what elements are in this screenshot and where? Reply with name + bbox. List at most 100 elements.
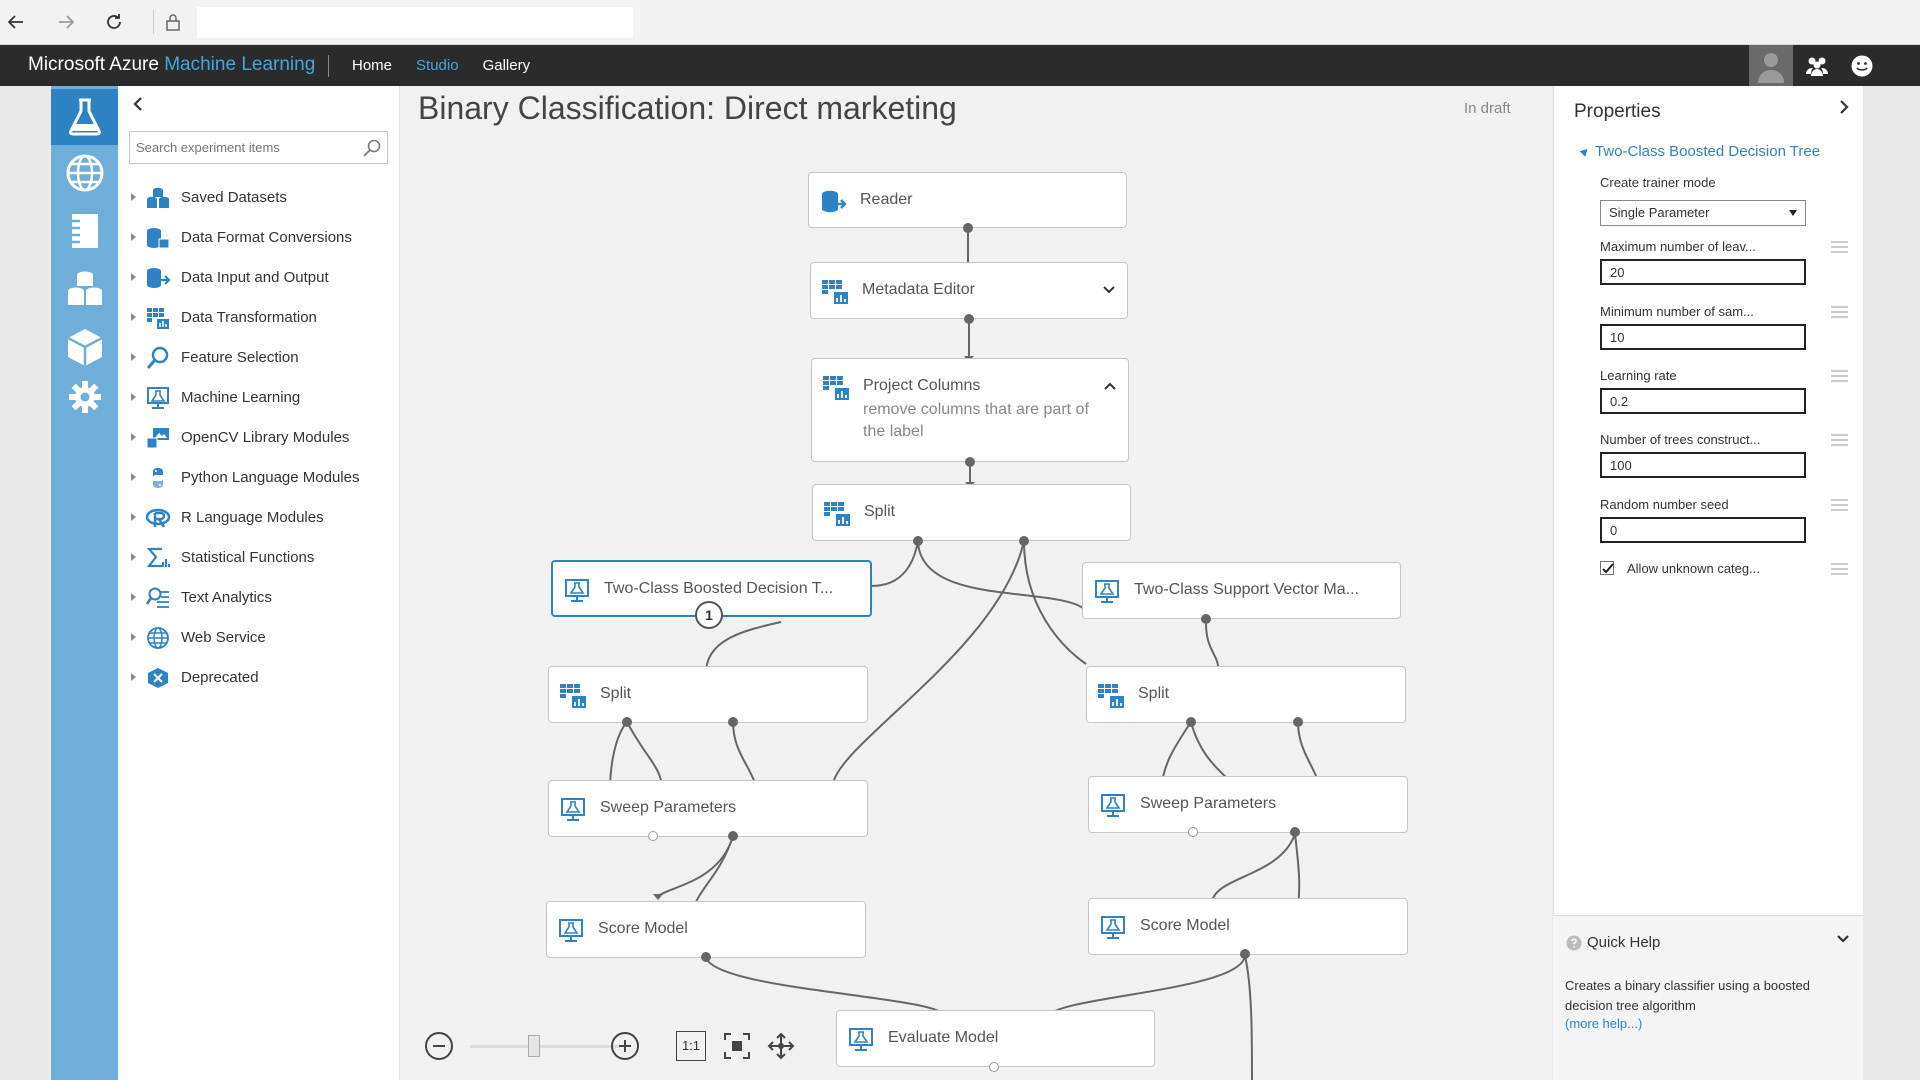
actual-size-button[interactable]: 1:1 [676, 1031, 706, 1061]
learning-rate-input[interactable] [1600, 388, 1806, 414]
expand-caret-icon[interactable] [131, 273, 136, 281]
category-data-transformation[interactable]: Data Transformation [118, 298, 400, 338]
parameter-handle-icon[interactable] [1831, 306, 1848, 318]
trained-models-icon[interactable] [51, 319, 118, 375]
nav-gallery[interactable]: Gallery [482, 57, 531, 74]
nav-home[interactable]: Home [352, 57, 393, 74]
output-port[interactable] [728, 717, 738, 727]
output-port[interactable] [964, 314, 974, 324]
module-section-header[interactable]: Two-Class Boosted Decision Tree [1579, 143, 1820, 160]
module-split-right[interactable]: Split [1086, 666, 1406, 723]
category-text-analytics[interactable]: Text Analytics [118, 578, 400, 618]
expand-caret-icon[interactable] [131, 593, 136, 601]
output-port[interactable] [1201, 614, 1211, 624]
expand-caret-icon[interactable] [131, 433, 136, 441]
zoom-slider-thumb[interactable] [528, 1035, 540, 1057]
module-two-class-svm[interactable]: Two-Class Support Vector Ma... [1082, 562, 1401, 619]
expand-caret-icon[interactable] [131, 393, 136, 401]
chevron-left-icon[interactable] [128, 94, 148, 114]
chevron-down-icon[interactable] [1834, 930, 1852, 948]
output-port[interactable] [1186, 717, 1196, 727]
back-arrow-icon[interactable] [2, 8, 30, 36]
nav-studio[interactable]: Studio [416, 57, 459, 74]
community-icon[interactable] [1795, 45, 1839, 86]
expand-caret-icon[interactable] [131, 553, 136, 561]
module-sweep-parameters-left[interactable]: Sweep Parameters [548, 780, 868, 837]
datasets-icon[interactable] [51, 261, 118, 317]
output-port-unconnected[interactable] [648, 831, 658, 841]
expand-caret-icon[interactable] [131, 193, 136, 201]
output-port-unconnected[interactable] [989, 1062, 999, 1072]
expand-caret-icon[interactable] [131, 473, 136, 481]
output-port[interactable] [913, 536, 923, 546]
output-port-unconnected[interactable] [1188, 827, 1198, 837]
output-port[interactable] [963, 223, 973, 233]
notebooks-icon[interactable] [51, 203, 118, 259]
category-feature-selection[interactable]: Feature Selection [118, 338, 400, 378]
chevron-right-icon[interactable] [1835, 98, 1853, 116]
forward-arrow-icon[interactable] [52, 8, 80, 36]
brand-logo[interactable]: Microsoft Azure Machine Learning [28, 54, 315, 76]
experiment-title[interactable]: Binary Classification: Direct marketing [418, 90, 957, 126]
output-port[interactable] [965, 457, 975, 467]
expand-caret-icon[interactable] [131, 353, 136, 361]
output-port[interactable] [1019, 536, 1029, 546]
num-trees-input[interactable] [1600, 452, 1806, 478]
parameter-handle-icon[interactable] [1831, 499, 1848, 511]
module-reader[interactable]: Reader [808, 172, 1127, 228]
chevron-up-icon[interactable] [1102, 378, 1118, 394]
parameter-handle-icon[interactable] [1831, 434, 1848, 446]
category-data-input-output[interactable]: Data Input and Output [118, 258, 400, 298]
allow-unknown-checkbox[interactable] [1600, 561, 1614, 575]
module-sweep-parameters-right[interactable]: Sweep Parameters [1088, 776, 1408, 833]
feedback-smiley-icon[interactable] [1840, 45, 1884, 86]
module-evaluate-model[interactable]: Evaluate Model [836, 1010, 1155, 1067]
category-deprecated[interactable]: Deprecated [118, 658, 400, 698]
module-split[interactable]: Split [812, 484, 1131, 541]
output-port[interactable] [622, 717, 632, 727]
category-web-service[interactable]: Web Service [118, 618, 400, 658]
search-input[interactable] [130, 132, 355, 163]
expand-caret-icon[interactable] [131, 513, 136, 521]
chevron-down-icon[interactable] [1101, 282, 1117, 298]
user-avatar-icon[interactable] [1749, 45, 1793, 86]
parameter-handle-icon[interactable] [1831, 563, 1848, 575]
expand-caret-icon[interactable] [131, 633, 136, 641]
settings-icon[interactable] [51, 369, 118, 425]
output-port[interactable] [1240, 949, 1250, 959]
pan-move-icon[interactable] [766, 1031, 796, 1061]
module-score-model-right[interactable]: Score Model [1088, 898, 1408, 955]
zoom-out-icon[interactable] [424, 1031, 454, 1061]
address-bar[interactable] [197, 7, 633, 38]
expand-caret-icon[interactable] [131, 313, 136, 321]
experiment-canvas[interactable]: Binary Classification: Direct marketing … [400, 86, 1552, 1080]
zoom-slider-track[interactable] [470, 1045, 620, 1048]
module-project-columns[interactable]: Project Columns remove columns that are … [811, 358, 1129, 462]
output-port[interactable] [1293, 717, 1303, 727]
zoom-in-icon[interactable] [610, 1031, 640, 1061]
category-statistical-functions[interactable]: Statistical Functions [118, 538, 400, 578]
category-saved-datasets[interactable]: Saved Datasets [118, 178, 400, 218]
more-help-link[interactable]: (more help...) [1565, 1016, 1643, 1031]
category-opencv[interactable]: OpenCV Library Modules [118, 418, 400, 458]
web-services-icon[interactable] [51, 145, 118, 201]
parameter-handle-icon[interactable] [1831, 370, 1848, 382]
fit-to-screen-icon[interactable] [722, 1031, 752, 1061]
module-score-model-left[interactable]: Score Model [546, 901, 866, 958]
random-seed-input[interactable] [1600, 517, 1806, 543]
output-port[interactable] [701, 952, 711, 962]
expand-caret-icon[interactable] [131, 233, 136, 241]
min-samples-input[interactable] [1600, 324, 1806, 350]
experiments-icon[interactable] [51, 89, 118, 145]
max-leaves-input[interactable] [1600, 259, 1806, 285]
category-machine-learning[interactable]: Machine Learning [118, 378, 400, 418]
output-port[interactable] [1290, 827, 1300, 837]
category-python[interactable]: Python Language Modules [118, 458, 400, 498]
category-data-format-conversions[interactable]: Data Format Conversions [118, 218, 400, 258]
output-port[interactable] [728, 831, 738, 841]
expand-caret-icon[interactable] [131, 673, 136, 681]
parameter-badge[interactable]: 1 [695, 601, 723, 629]
parameter-handle-icon[interactable] [1831, 241, 1848, 253]
module-metadata-editor[interactable]: Metadata Editor [810, 262, 1128, 319]
refresh-icon[interactable] [100, 8, 128, 36]
